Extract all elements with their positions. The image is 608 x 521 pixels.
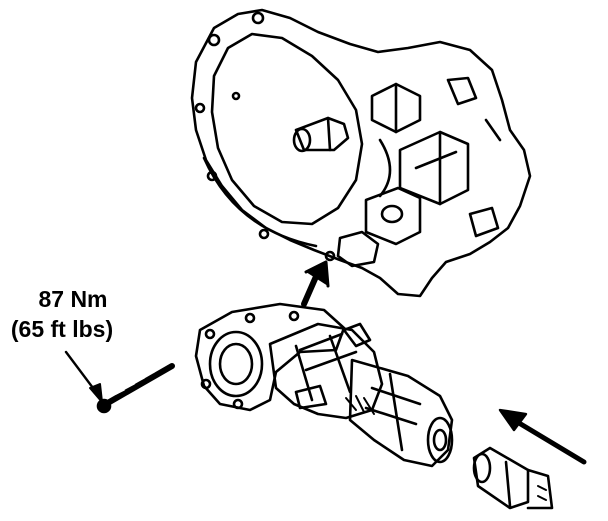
torque-value-nm: 87 Nm [38,286,108,312]
housing-rib [202,156,318,248]
assembly-arrow-up [301,260,330,307]
output-end [426,416,454,464]
transfer-flange-bolts [200,310,300,410]
transfer-case-assembly [194,302,454,468]
bell-housing-inner [210,32,364,226]
transfer-case-face [208,330,264,398]
drive-shaft-stub [472,446,554,510]
torque-value-ftlbs: (65 ft lbs) [10,316,114,342]
torque-leader-arrow [64,350,103,403]
install-arrow-left [498,408,587,465]
gearcase-details [364,76,502,246]
housing-mating-flange [336,230,380,268]
extension-housing [348,358,454,468]
flange-bolt-bosses [194,11,336,262]
mounting-bolt [96,363,175,414]
input-shaft [292,116,350,153]
transaxle-housing [190,8,532,298]
